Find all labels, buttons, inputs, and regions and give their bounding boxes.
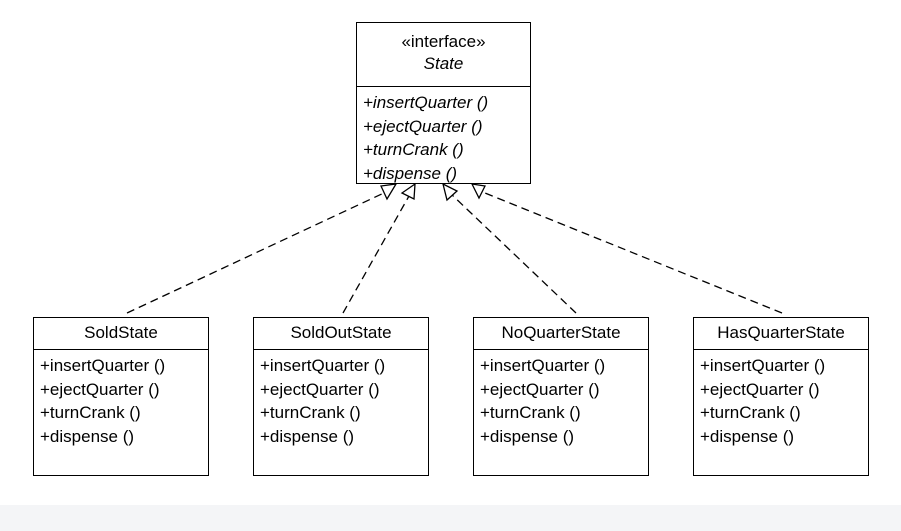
- operation: +ejectQuarter (): [260, 379, 380, 399]
- class-operations: +insertQuarter () +ejectQuarter () +turn…: [34, 350, 208, 448]
- operation: +dispense (): [363, 163, 458, 183]
- class-operations: +insertQuarter () +ejectQuarter () +turn…: [694, 350, 868, 448]
- realization-arrowhead-soldstate: [380, 183, 398, 201]
- operation: +dispense (): [260, 426, 355, 446]
- operation: +insertQuarter (): [260, 356, 386, 375]
- class-hasquarterstate-box[interactable]: HasQuarterState +insertQuarter () +eject…: [693, 317, 869, 476]
- operation: +ejectQuarter (): [40, 379, 160, 399]
- interface-name: State: [423, 54, 464, 73]
- operation: +insertQuarter (): [700, 356, 826, 375]
- interface-state-box[interactable]: «interface» State +insertQuarter () +eje…: [356, 22, 531, 184]
- operation: +turnCrank (): [40, 403, 141, 422]
- operation: +dispense (): [480, 426, 575, 446]
- operation: +turnCrank (): [480, 403, 581, 422]
- operation: +ejectQuarter (): [700, 379, 820, 399]
- operation: +insertQuarter (): [40, 356, 166, 375]
- class-operations: +insertQuarter () +ejectQuarter () +turn…: [254, 350, 428, 448]
- class-soldoutstate-box[interactable]: SoldOutState +insertQuarter () +ejectQua…: [253, 317, 429, 476]
- realization-arrowhead-noquarterstate: [442, 182, 459, 202]
- realization-line-soldstate: [126, 191, 387, 314]
- operation: +turnCrank (): [363, 140, 464, 159]
- operation: +dispense (): [40, 426, 135, 446]
- class-soldstate-box[interactable]: SoldState +insertQuarter () +ejectQuarte…: [33, 317, 209, 476]
- operation: +turnCrank (): [700, 403, 801, 422]
- realization-line-noquarterstate: [449, 192, 577, 314]
- operation: +turnCrank (): [260, 403, 361, 422]
- class-name: HasQuarterState: [694, 318, 868, 350]
- realization-arrowhead-hasquarterstate: [470, 183, 486, 200]
- canvas-bottom-band: [0, 505, 901, 531]
- operation: +insertQuarter (): [480, 356, 606, 375]
- interface-header: «interface» State: [357, 23, 530, 87]
- realization-line-hasquarterstate: [479, 190, 783, 314]
- class-noquarterstate-box[interactable]: NoQuarterState +insertQuarter () +ejectQ…: [473, 317, 649, 476]
- operation: +dispense (): [700, 426, 795, 446]
- interface-stereotype: «interface»: [401, 32, 486, 51]
- class-name: SoldState: [34, 318, 208, 350]
- realization-arrowhead-soldoutstate: [400, 182, 416, 201]
- operation: +ejectQuarter (): [363, 116, 483, 136]
- class-operations: +insertQuarter () +ejectQuarter () +turn…: [474, 350, 648, 448]
- class-name: SoldOutState: [254, 318, 428, 350]
- operation: +ejectQuarter (): [480, 379, 600, 399]
- operation: +insertQuarter (): [363, 93, 489, 112]
- class-name: NoQuarterState: [474, 318, 648, 350]
- realization-line-soldoutstate: [342, 195, 410, 314]
- interface-operations: +insertQuarter () +ejectQuarter () +turn…: [357, 87, 530, 185]
